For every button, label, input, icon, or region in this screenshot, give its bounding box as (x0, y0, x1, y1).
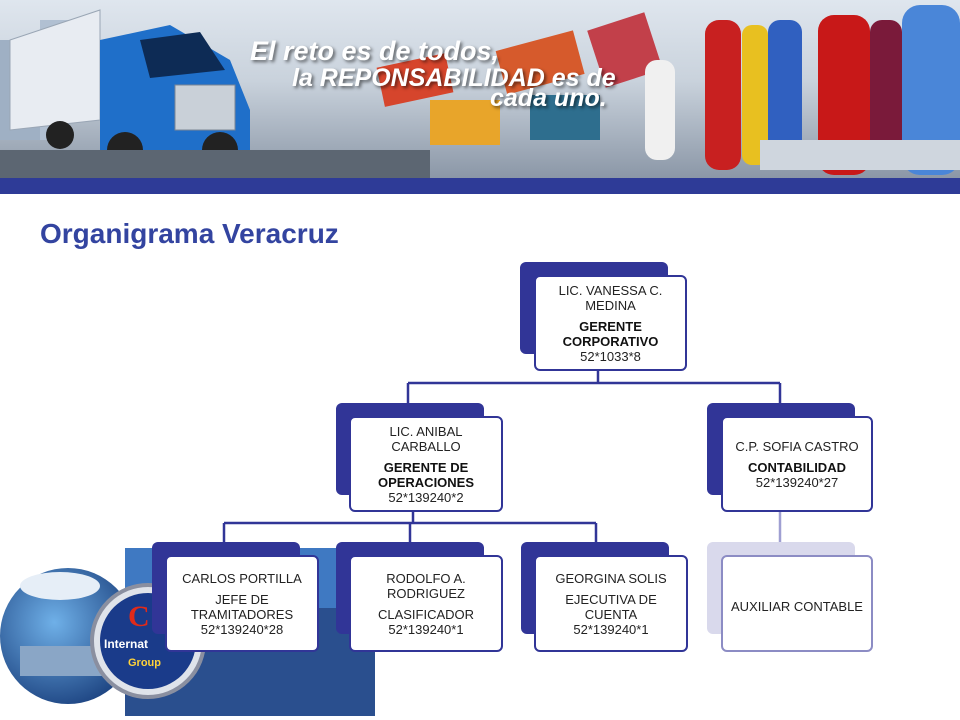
node-role: GERENTE CORPORATIVO (562, 318, 659, 349)
node-role: CLASIFICADOR (377, 606, 475, 622)
slogan-line-2: la REPONSABILIDAD es de (292, 64, 616, 92)
node-role: GERENTE DE OPERACIONES (377, 459, 475, 490)
node-phone: 52*139240*28 (200, 621, 284, 637)
node-role: EJECUTIVA DE CUENTA (565, 591, 657, 622)
node-name: CARLOS PORTILLA (182, 570, 302, 586)
node-gerente-corporativo: LIC. VANESSA C. MEDINA GERENTE CORPORATI… (534, 275, 687, 371)
node-name: LIC. ANIBAL CARBALLO (389, 423, 463, 454)
node-phone: 52*139240*27 (755, 474, 839, 490)
node-name: C.P. SOFIA CASTRO (735, 438, 859, 454)
node-contabilidad: C.P. SOFIA CASTRO CONTABILIDAD 52*139240… (721, 416, 873, 512)
node-name: GEORGINA SOLIS (555, 570, 667, 586)
node-role: AUXILIAR CONTABLE (731, 599, 863, 614)
node-clasificador: RODOLFO A. RODRIGUEZ CLASIFICADOR 52*139… (349, 555, 503, 652)
logo-letter: C (128, 600, 150, 633)
node-name: LIC. VANESSA C. MEDINA (558, 282, 663, 313)
banner-stripe (0, 178, 960, 194)
node-phone: 52*139240*1 (573, 621, 649, 637)
logo-text-1: Internat (104, 637, 148, 651)
node-phone: 52*139240*2 (388, 489, 464, 505)
node-gerente-operaciones: LIC. ANIBAL CARBALLO GERENTE DE OPERACIO… (349, 416, 503, 512)
node-role: CONTABILIDAD (748, 459, 846, 475)
slogan-line-3: cada uno. (490, 84, 607, 112)
node-jefe-tramitadores: CARLOS PORTILLA JEFE DE TRAMITADORES 52*… (165, 555, 319, 652)
page-title: Organigrama Veracruz (40, 218, 339, 249)
node-phone: 52*139240*1 (388, 621, 464, 637)
slogan-line-1: El reto es de todos, (250, 36, 500, 66)
node-role: JEFE DE TRAMITADORES (190, 591, 294, 622)
node-auxiliar-contable: AUXILIAR CONTABLE (721, 555, 873, 652)
banner-illustration (0, 5, 960, 180)
header-banner: El reto es de todos, la REPONSABILIDAD e… (0, 0, 960, 180)
logo-text-2: Group (128, 657, 161, 669)
node-name: RODOLFO A. RODRIGUEZ (386, 570, 466, 601)
node-ejecutiva-cuenta: GEORGINA SOLIS EJECUTIVA DE CUENTA 52*13… (534, 555, 688, 652)
node-phone: 52*1033*8 (580, 348, 641, 364)
